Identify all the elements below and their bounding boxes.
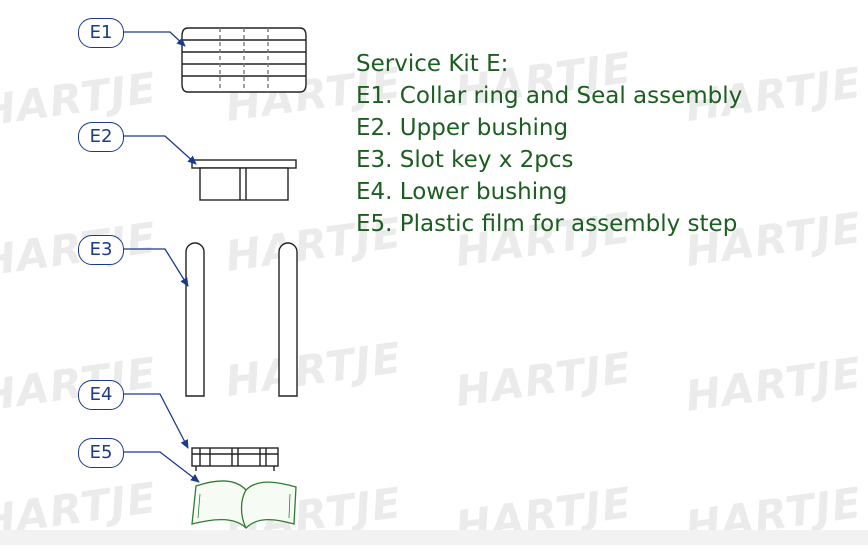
bottom-strip — [0, 530, 868, 545]
upper-bushing-part — [191, 159, 297, 201]
legend-item-e1: E1. Collar ring and Seal assembly — [356, 83, 743, 109]
collar-ring-seal-part — [181, 27, 307, 93]
legend-item-e4: E4. Lower bushing — [356, 179, 568, 205]
slot-key-part — [185, 242, 298, 397]
callout-leader-e1 — [122, 31, 186, 47]
callout-leader-e2 — [122, 135, 197, 165]
legend-item-e5: E5. Plastic film for assembly step — [356, 211, 738, 237]
lower-bushing-part — [191, 447, 279, 471]
callout-e5: E5 — [78, 438, 124, 468]
callout-e2: E2 — [78, 122, 124, 152]
legend-title: Service Kit E: — [356, 51, 509, 77]
callout-leader-e3 — [122, 248, 189, 287]
callout-leader-e5 — [122, 451, 200, 483]
legend-item-e3: E3. Slot key x 2pcs — [356, 147, 574, 173]
service-kit-legend: Service Kit E: E1. Collar ring and Seal … — [356, 48, 742, 240]
plastic-film-part — [191, 480, 297, 529]
callout-e4: E4 — [78, 380, 124, 410]
callout-e3: E3 — [78, 235, 124, 265]
callout-leader-e4 — [122, 393, 189, 449]
legend-item-e2: E2. Upper bushing — [356, 115, 569, 141]
callout-e1: E1 — [78, 18, 124, 48]
